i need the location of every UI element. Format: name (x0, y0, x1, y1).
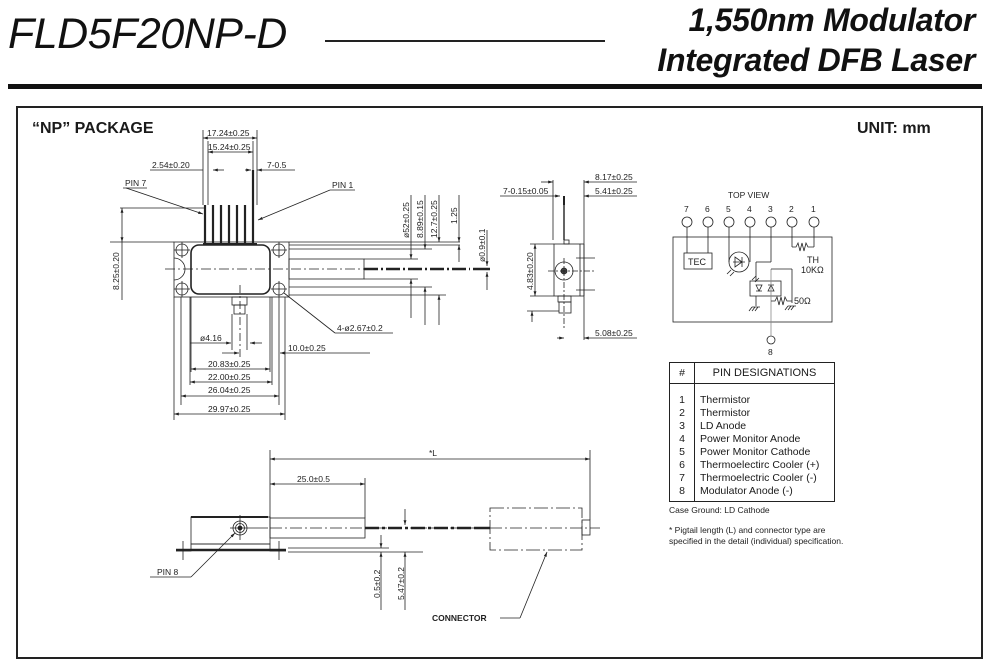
dim-boot: 25.0±0.5 (297, 474, 330, 484)
side-view (150, 450, 600, 619)
dim-8-89: 8.89±0.15 (415, 200, 425, 238)
dim-17-24: 17.24±0.25 (207, 128, 250, 138)
tec-label: TEC (688, 257, 707, 267)
col-header-num: # (669, 362, 695, 384)
dim-22-00: 22.00±0.25 (208, 372, 251, 382)
package-label: “NP” PACKAGE (32, 120, 154, 137)
dim-0-5: 0.5±0.2 (372, 569, 382, 598)
product-title-line1: 1,550nm Modulator (688, 2, 975, 38)
schematic-pin-2: 2 (789, 204, 794, 214)
schematic-pin-8: 8 (768, 347, 773, 357)
end-view (500, 180, 637, 340)
dim-lead-height: 8.25±0.20 (111, 252, 121, 290)
dim-5-41: 5.41±0.25 (595, 186, 633, 196)
header-rule (8, 84, 982, 89)
dim-29-97: 29.97±0.25 (208, 404, 251, 414)
dim-15-24: 15.24±0.25 (208, 142, 251, 152)
schematic-pin-6: 6 (705, 204, 710, 214)
product-title: 1,550nm Modulator Integrated DFB Laser (657, 0, 975, 80)
dim-10-0: 10.0±0.25 (288, 343, 326, 353)
part-number: FLD5F20NP-D (8, 10, 287, 58)
title-divider (325, 40, 605, 42)
thermistor-value: 10KΩ (801, 265, 824, 275)
schematic-pin-7: 7 (684, 204, 689, 214)
dim-1-25: 1.25 (449, 207, 459, 224)
pigtail-note-line2: specified in the detail (individual) spe… (669, 536, 844, 546)
tec-box (683, 252, 713, 270)
mounting-holes (174, 242, 287, 297)
monitor-photodiode (728, 251, 750, 273)
top-view (110, 130, 490, 420)
case-ground-note: Case Ground: LD Cathode (669, 505, 770, 515)
schematic-box (672, 236, 833, 323)
schematic-pin-1: 1 (811, 204, 816, 214)
package-pins (203, 170, 255, 244)
dim-5-2: ø52±0.25 (401, 202, 411, 238)
col-header-desc: PIN DESIGNATIONS (694, 362, 835, 384)
pigtail-note: * Pigtail length (L) and connector type … (669, 525, 843, 547)
pigtail-note-line1: * Pigtail length (L) and connector type … (669, 525, 826, 535)
connector-label: CONNECTOR (432, 613, 487, 623)
package-body (190, 244, 271, 295)
connector-outline (489, 507, 583, 551)
dim-pin-thickness: 7-0.15±0.05 (503, 186, 549, 196)
dim-holes: 4-ø2.67±0.2 (337, 323, 383, 333)
dim-pitch: 2.54±0.20 (152, 160, 190, 170)
pin1-label: PIN 1 (332, 180, 354, 190)
pin8-label: PIN 8 (157, 567, 179, 577)
ld-modulator-box (749, 280, 782, 297)
dim-4-16: ø4.16 (200, 333, 222, 343)
dim-4-83: 4.83±0.20 (525, 252, 535, 290)
dim-pin-width: 7-0.5 (267, 160, 287, 170)
dim-5-08: 5.08±0.25 (595, 328, 633, 338)
schematic-pin-5: 5 (726, 204, 731, 214)
thermistor-label: TH (807, 255, 819, 265)
side-body (190, 516, 271, 545)
dim-fiber: ø0.9±0.1 (477, 228, 487, 262)
dim-length-l: *L (429, 448, 437, 458)
schematic-title: TOP VIEW (728, 190, 769, 200)
unit-label: UNIT: mm (857, 120, 931, 137)
pin7-label: PIN 7 (125, 178, 147, 188)
dim-5-47: 5.47±0.2 (396, 567, 406, 600)
dim-20-83: 20.83±0.25 (208, 359, 251, 369)
schematic-pin-4: 4 (747, 204, 752, 214)
product-title-line2: Integrated DFB Laser (657, 42, 975, 78)
schematic-pin-3: 3 (768, 204, 773, 214)
dim-12-7: 12.7±0.25 (429, 200, 439, 238)
drawing-frame (16, 106, 983, 659)
resistor-value: 50Ω (794, 296, 811, 306)
dim-26-04: 26.04±0.25 (208, 385, 251, 395)
schematic-pins (681, 216, 820, 345)
pin-schematic (672, 216, 833, 345)
dim-8-17: 8.17±0.25 (595, 172, 633, 182)
